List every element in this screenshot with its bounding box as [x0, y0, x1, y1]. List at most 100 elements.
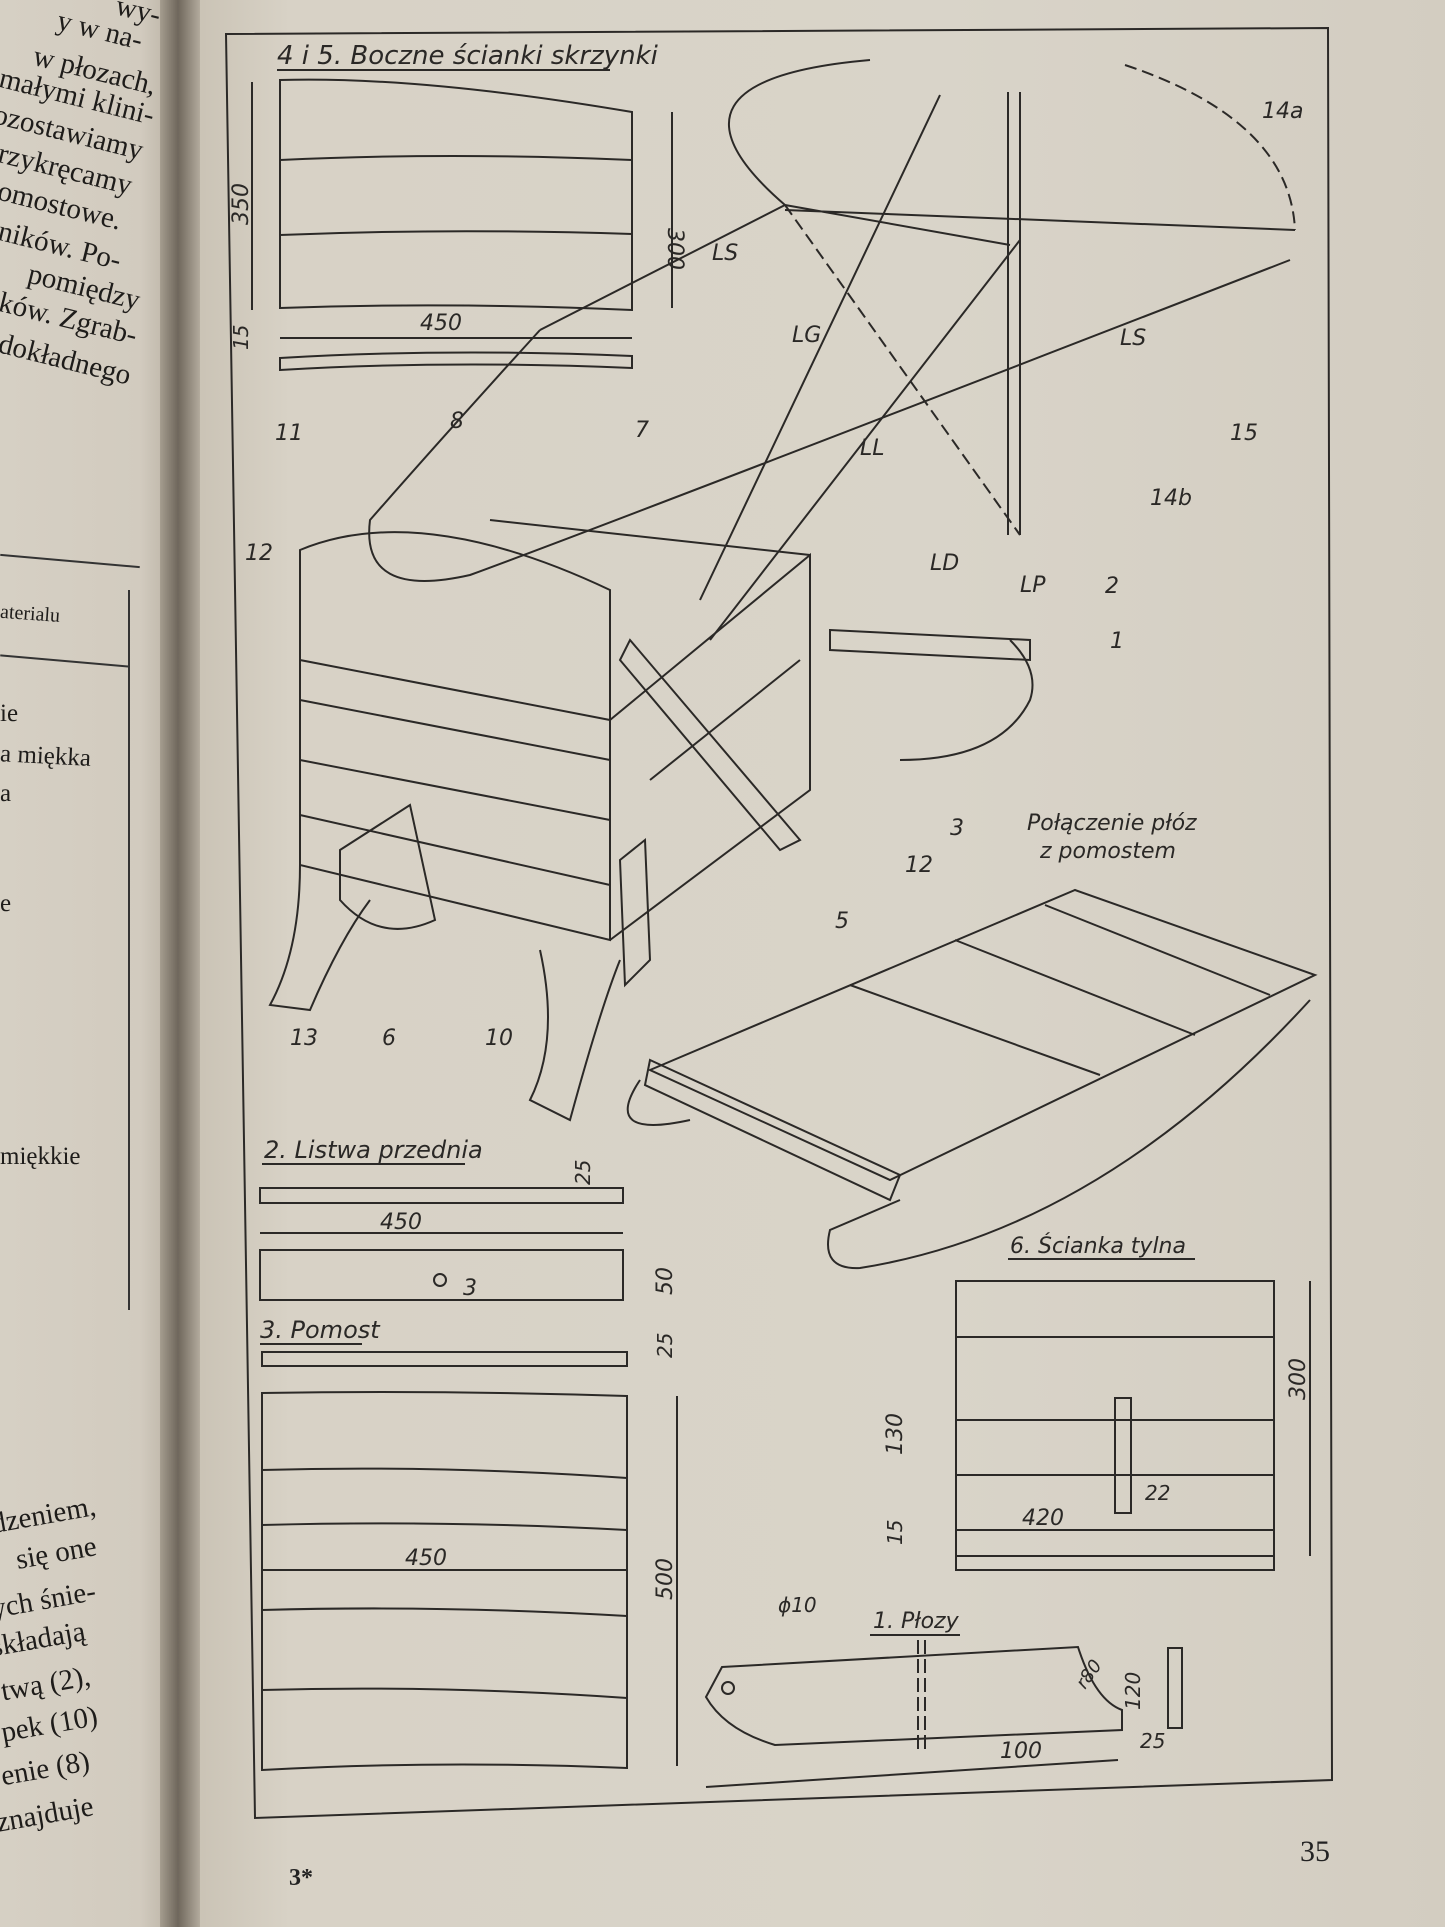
box-top [489, 519, 811, 556]
label-LL: LL [860, 436, 885, 461]
table-cell: a [0, 780, 12, 807]
rear-wall-profile [955, 1555, 1275, 1571]
label-14b: 14b [1150, 486, 1192, 511]
page-number: 35 [1300, 1835, 1330, 1868]
rear-wall-drawing: 6. Ścianka tylna 300 130 420 22 15 [883, 1233, 1311, 1571]
dim-25: 25 [571, 1160, 595, 1185]
label-14a: 14a [1262, 99, 1303, 124]
runner-outline [704, 1645, 1123, 1747]
mast [1007, 92, 1021, 535]
handle-10 [618, 837, 652, 988]
label-2: 2 [1105, 574, 1119, 599]
dim-15: 15 [229, 325, 253, 350]
drawing-frame [224, 26, 1334, 1820]
label-LP: LP [1020, 573, 1046, 598]
front-strip-2 [829, 628, 1031, 662]
dim-450: 450 [380, 1210, 422, 1235]
table-rule [128, 590, 130, 1310]
dim-300: 300 [662, 228, 687, 270]
sail-edge [1124, 64, 1296, 231]
side-walls-drawing: 4 i 5. Boczne ścianki skrzynki 350 300 4… [229, 41, 687, 372]
dim-25: 25 [1140, 1729, 1165, 1753]
rigging-lines [699, 94, 1021, 641]
rear-wall-title: 6. Ścianka tylna [1010, 1233, 1186, 1259]
strip-top-view [259, 1187, 624, 1204]
platform-title: 3. Pomost [260, 1316, 381, 1344]
platform-drawing: 3. Pomost 450 500 25 [260, 1316, 678, 1772]
platform-top [647, 888, 1318, 1182]
dim-3: 3 [463, 1276, 477, 1301]
label-12-lower: 12 [905, 853, 933, 878]
platform-boards [261, 1467, 628, 1699]
dim-r80: r80 [1072, 1656, 1107, 1693]
rear-wall-batten [1114, 1397, 1132, 1514]
label-7: 7 [635, 418, 649, 443]
runner-platform-title-1: Połączenie płóz [1027, 811, 1197, 836]
assembly-labels: 11 8 7 12 LS LG LL LD LP 2 1 14a 14b 15 … [245, 99, 1303, 1051]
platform-boards [849, 904, 1271, 1076]
dimension-line [705, 1759, 1119, 1788]
runner-platform-drawing: Połączenie płóz z pomostem [626, 811, 1318, 1270]
dim-300: 300 [1286, 1358, 1311, 1400]
panel-profile [279, 351, 633, 372]
book-gutter [160, 0, 200, 1927]
dim-130: 130 [883, 1413, 908, 1455]
label-8: 8 [450, 409, 464, 434]
side-walls-title: 4 i 5. Boczne ścianki skrzynki [277, 41, 659, 71]
label-LD: LD [930, 551, 959, 576]
runners-title: 1. Płozy [873, 1609, 960, 1634]
strip-front-view [259, 1249, 624, 1301]
sled-assembly-drawing [268, 59, 1296, 1122]
front-strip-title: 2. Listwa przednia [264, 1136, 483, 1164]
dim-100: 100 [1000, 1739, 1042, 1764]
label-6: 6 [382, 1026, 396, 1051]
front-strip-drawing: 2. Listwa przednia 450 25 50 3 [259, 1136, 678, 1301]
runner-profile [1167, 1647, 1183, 1729]
left-page [0, 0, 175, 1927]
runners-drawing: 1. Płozy ϕ10 r80 120 100 25 [704, 1593, 1183, 1788]
label-LS: LS [712, 241, 738, 266]
box-boards [299, 699, 611, 886]
foot-block-13 [339, 803, 437, 930]
hole-icon [721, 1681, 735, 1695]
runners-front [268, 864, 621, 1122]
dim-500: 500 [653, 1558, 678, 1600]
cross-brace [618, 638, 802, 852]
label-11: 11 [275, 421, 303, 446]
label-1: 1 [1110, 629, 1124, 654]
table-cell: e [0, 890, 12, 917]
dim-25: 25 [653, 1333, 677, 1358]
dim-50: 50 [653, 1267, 678, 1295]
platform-profile [261, 1351, 628, 1367]
front-strip [643, 1058, 902, 1202]
sail-lines [539, 59, 871, 331]
signature-mark: 3* [289, 1865, 313, 1891]
dim-420: 420 [1022, 1506, 1064, 1531]
label-LS-right: LS [1120, 326, 1146, 351]
dim-22: 22 [1145, 1481, 1170, 1505]
runner-1 [899, 639, 1034, 761]
dim-350: 350 [229, 183, 254, 225]
right-page [190, 0, 1445, 1927]
runner-platform-title-2: z pomostem [1039, 839, 1176, 864]
boom [784, 204, 1296, 246]
table-cell: ie [0, 700, 19, 727]
dim-450: 450 [405, 1546, 447, 1571]
label-LG: LG [792, 323, 821, 348]
panel-board-lines [279, 155, 633, 236]
runners [626, 999, 1311, 1270]
table-cell: miękkie [0, 1143, 81, 1170]
box-front [299, 660, 611, 942]
dim-120: 120 [1121, 1672, 1145, 1710]
platform-outline [261, 1391, 628, 1772]
label-15: 15 [1230, 421, 1258, 446]
dim-phi10: ϕ10 [778, 1593, 817, 1617]
dim-450: 450 [420, 311, 462, 336]
backrest [299, 531, 611, 722]
box-side [609, 552, 811, 941]
label-5: 5 [835, 909, 849, 934]
label-10: 10 [485, 1026, 513, 1051]
panel-outline [279, 78, 633, 312]
label-12: 12 [245, 541, 273, 566]
